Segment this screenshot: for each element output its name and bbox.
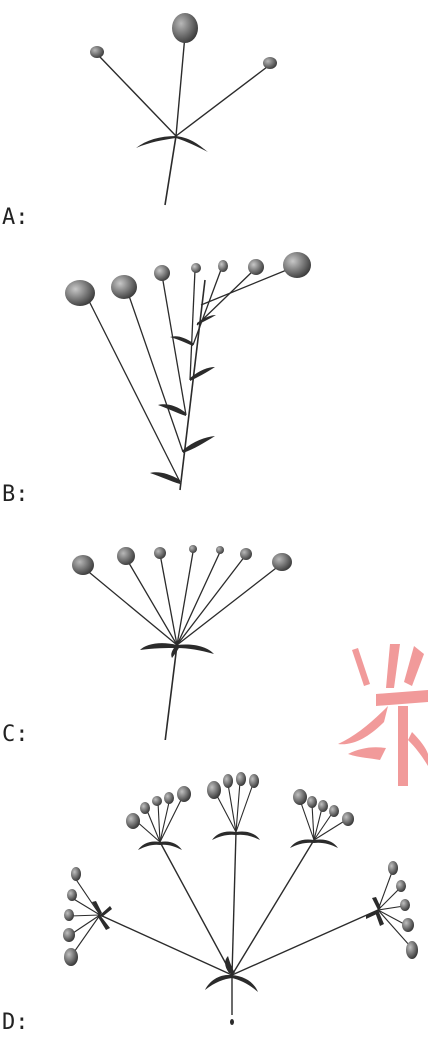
option-c-label: C: [2,722,29,747]
option-b-label: B: [2,482,29,507]
inflorescence-a-diagram [0,0,428,210]
inflorescence-d-diagram [0,760,428,1040]
option-a-label: A: [2,205,29,230]
option-d-label: D: [2,1010,29,1035]
inflorescence-b-diagram [0,245,428,505]
